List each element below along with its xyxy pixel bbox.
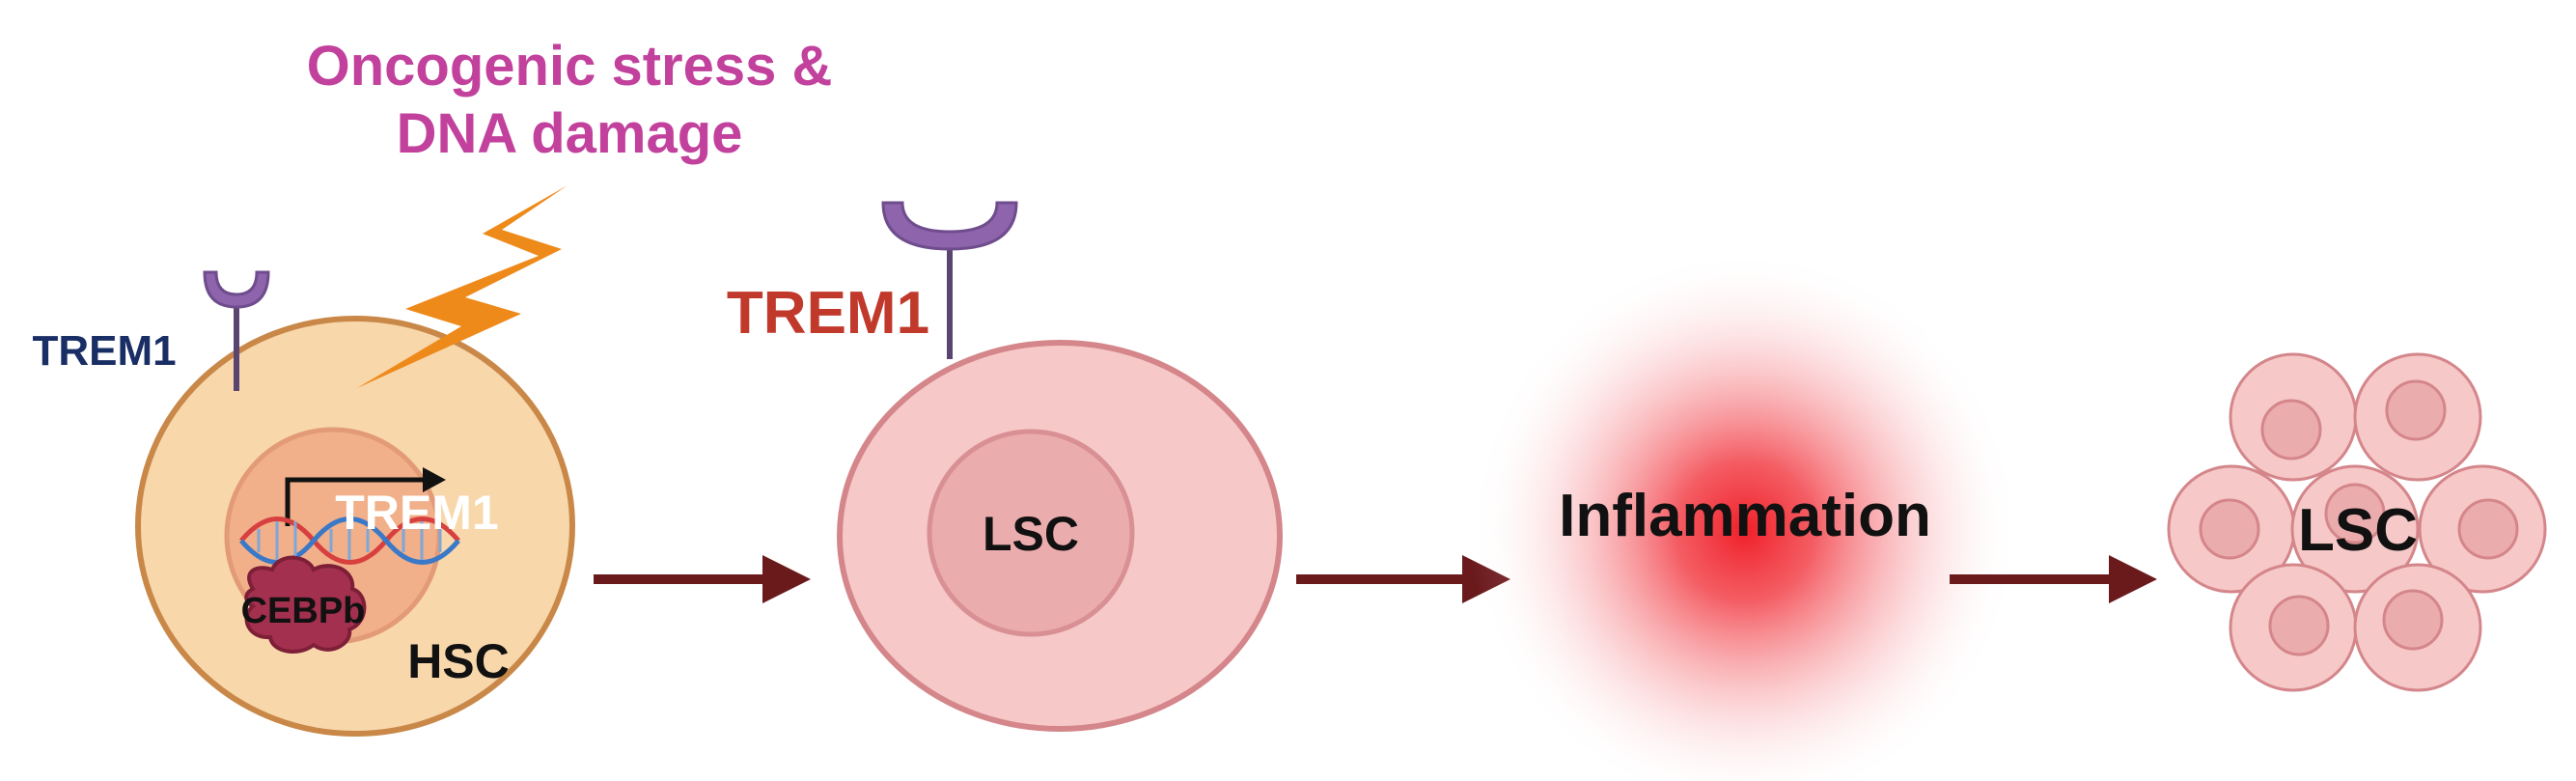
cluster-cell — [2229, 352, 2358, 482]
lsc-nucleus — [927, 429, 1135, 637]
lsc-cluster — [2167, 352, 2547, 692]
cebpb-label: CEBPb — [241, 591, 366, 631]
inflammation-glow — [1470, 251, 2020, 781]
cluster-cell — [2167, 464, 2296, 594]
lsc-cell: LSC — [837, 201, 1283, 732]
cluster-cell — [2353, 563, 2482, 692]
lsc-single-label: LSC — [983, 507, 1079, 561]
lightning-icon — [357, 185, 568, 388]
cluster-cell — [2290, 464, 2420, 594]
stress-title-line2: DNA damage — [397, 102, 743, 165]
inflammation-label: Inflammation — [1559, 483, 1931, 549]
cluster-cell — [2418, 464, 2547, 594]
receptor-icon — [203, 270, 270, 391]
cluster-cell — [2353, 352, 2482, 482]
hsc-label: HSC — [407, 634, 510, 688]
cluster-cell — [2229, 563, 2358, 692]
hsc-cell: TREM1 CEBPb HSC — [135, 185, 575, 737]
cebpb-protein-icon — [244, 555, 367, 654]
receptor-icon — [881, 201, 1018, 359]
trem1-receptor-label: TREM1 — [32, 327, 176, 375]
stress-title-line1: Oncogenic stress & — [307, 35, 833, 98]
trem1-gene-label: TREM1 — [335, 486, 498, 540]
promoter-arrow-icon — [285, 477, 425, 526]
trem1-lsc-label: TREM1 — [727, 280, 929, 347]
lsc-cluster-label: LSC — [2298, 497, 2418, 564]
